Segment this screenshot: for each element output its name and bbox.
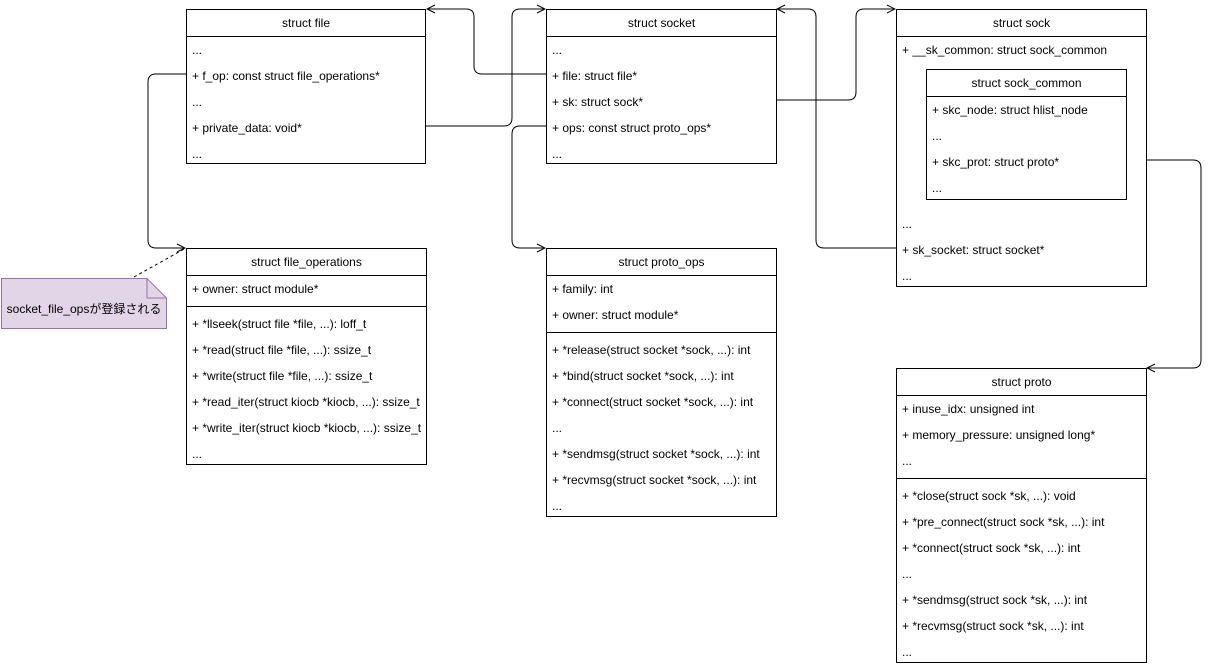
field-row: ... xyxy=(902,217,913,231)
method-row: + *read(struct file *file, ...): ssize_t xyxy=(192,343,372,357)
field-row: ... xyxy=(932,181,943,195)
field-row: ... xyxy=(932,129,943,143)
section-divider xyxy=(897,478,1146,479)
edge-sk-socket xyxy=(777,9,896,248)
class-struct-socket: struct socket ... + file: struct file* +… xyxy=(546,9,777,164)
field-row: + family: int xyxy=(552,282,614,296)
field-row: + __sk_common: struct sock_common xyxy=(902,43,1108,57)
method-row: + *sendmsg(struct sock *sk, ...): int xyxy=(902,593,1088,607)
method-row: + *recvmsg(struct socket *sock, ...): in… xyxy=(552,473,757,487)
field-row: ... xyxy=(192,95,203,109)
method-row: + *connect(struct socket *sock, ...): in… xyxy=(552,395,754,409)
edge-private-data xyxy=(426,9,545,126)
method-row: + *llseek(struct file *file, ...): loff_… xyxy=(192,317,367,331)
field-row: ... xyxy=(552,147,563,161)
field-row: + owner: struct module* xyxy=(552,308,679,322)
method-row: + *release(struct socket *sock, ...): in… xyxy=(552,343,751,357)
method-row: ... xyxy=(192,447,203,461)
section-divider xyxy=(187,306,426,307)
field-row: + sk_socket: struct socket* xyxy=(902,243,1045,257)
method-row: + *write(struct file *file, ...): ssize_… xyxy=(192,369,373,383)
note-link xyxy=(133,247,187,278)
class-title: struct sock xyxy=(897,10,1146,37)
field-row: + private_data: void* xyxy=(192,121,302,135)
method-row: + *connect(struct sock *sk, ...): int xyxy=(902,541,1081,555)
field-row: + owner: struct module* xyxy=(192,282,319,296)
field-row: ... xyxy=(552,43,563,57)
field-row: + skc_prot: struct proto* xyxy=(932,155,1060,169)
field-row: ... xyxy=(192,147,203,161)
field-row: + f_op: const struct file_operations* xyxy=(192,69,380,83)
class-title: struct file xyxy=(187,10,425,37)
method-row: ... xyxy=(902,567,913,581)
field-row: + skc_node: struct hlist_node xyxy=(932,103,1088,117)
field-row: + ops: const struct proto_ops* xyxy=(552,121,712,135)
method-row: + *bind(struct socket *sock, ...): int xyxy=(552,369,734,383)
class-struct-proto-ops: struct proto_ops + family: int + owner: … xyxy=(546,248,777,517)
edge-socket-file xyxy=(427,9,547,74)
note-shape xyxy=(1,278,167,329)
field-row: + inuse_idx: unsigned int xyxy=(902,402,1035,416)
class-struct-file-operations: struct file_operations + owner: struct m… xyxy=(186,248,427,465)
method-row: + *pre_connect(struct sock *sk, ...): in… xyxy=(902,515,1105,529)
class-title: struct proto xyxy=(897,369,1146,396)
field-row: ... xyxy=(902,454,913,468)
class-title: struct socket xyxy=(547,10,776,37)
note-text: socket_file_opsが登録される xyxy=(6,302,162,316)
method-row: + *close(struct sock *sk, ...): void xyxy=(902,489,1076,503)
class-struct-proto: struct proto + inuse_idx: unsigned int +… xyxy=(896,368,1147,663)
method-row: ... xyxy=(902,645,913,659)
field-row: ... xyxy=(902,269,913,283)
edge-skc-prot xyxy=(1126,160,1202,368)
method-row: + *recvmsg(struct sock *sk, ...): int xyxy=(902,619,1084,633)
class-struct-sock-common: struct sock_common + skc_node: struct hl… xyxy=(926,69,1127,200)
edge-f-op xyxy=(147,74,186,248)
field-row: + sk: struct sock* xyxy=(552,95,644,109)
field-row: ... xyxy=(192,43,203,57)
class-title: struct proto_ops xyxy=(547,249,776,276)
field-row: + file: struct file* xyxy=(552,69,638,83)
class-title: struct file_operations xyxy=(187,249,426,276)
edge-socket-sk xyxy=(776,9,895,100)
class-title: struct sock_common xyxy=(927,70,1126,97)
method-row: + *sendmsg(struct socket *sock, ...): in… xyxy=(552,447,760,461)
edge-socket-ops xyxy=(511,126,547,248)
section-divider xyxy=(547,332,776,333)
method-row: ... xyxy=(552,499,563,513)
field-row: + memory_pressure: unsigned long* xyxy=(902,428,1096,442)
method-row: ... xyxy=(552,421,563,435)
method-row: + *read_iter(struct kiocb *kiocb, ...): … xyxy=(192,395,420,409)
note-socket-file-ops: socket_file_opsが登録される xyxy=(1,278,167,329)
class-struct-file: struct file ... + f_op: const struct fil… xyxy=(186,9,426,164)
method-row: + *write_iter(struct kiocb *kiocb, ...):… xyxy=(192,421,422,435)
